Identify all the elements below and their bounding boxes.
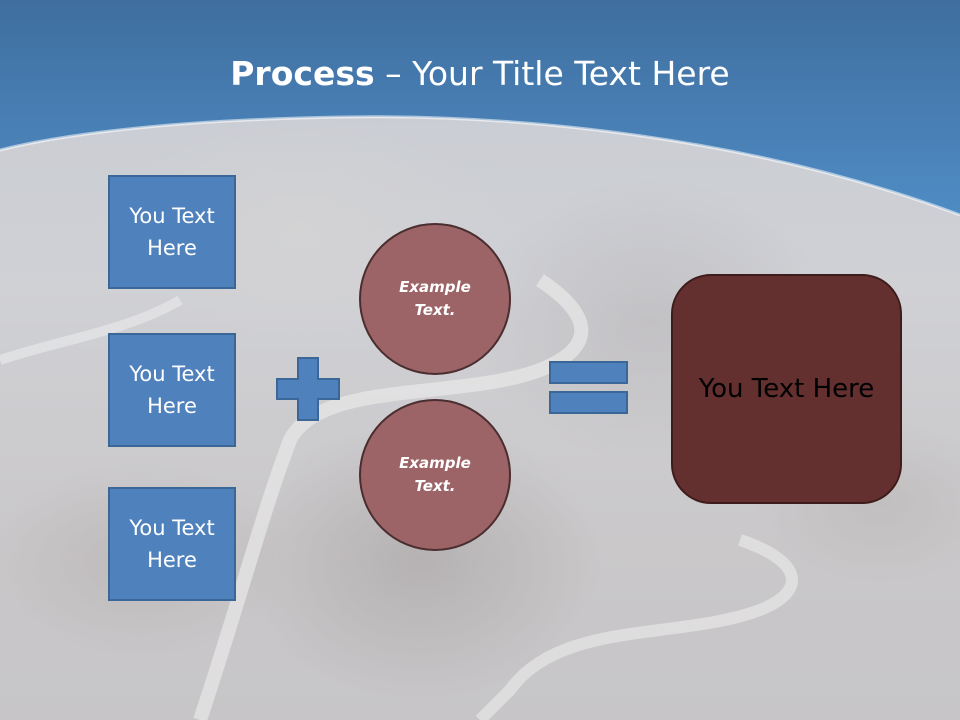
text-box-label: You Text Here (129, 204, 215, 260)
text-box-label: You Text Here (129, 516, 215, 572)
text-box-1: You Text Here (108, 175, 236, 289)
result-label: You Text Here (698, 374, 875, 404)
text-box-2: You Text Here (108, 333, 236, 447)
plus-icon (276, 357, 340, 421)
result-box: You Text Here (671, 274, 902, 504)
equals-icon (549, 361, 628, 414)
example-circle-2: Example Text. (359, 399, 511, 551)
title-bold: Process (230, 54, 375, 93)
circle-label: Example Text. (399, 454, 471, 495)
text-box-3: You Text Here (108, 487, 236, 601)
circle-label: Example Text. (399, 278, 471, 319)
slide-title: Process – Your Title Text Here (0, 52, 960, 96)
text-box-label: You Text Here (129, 362, 215, 418)
example-circle-1: Example Text. (359, 223, 511, 375)
header-band (0, 0, 960, 217)
title-rest: – Your Title Text Here (374, 54, 730, 93)
